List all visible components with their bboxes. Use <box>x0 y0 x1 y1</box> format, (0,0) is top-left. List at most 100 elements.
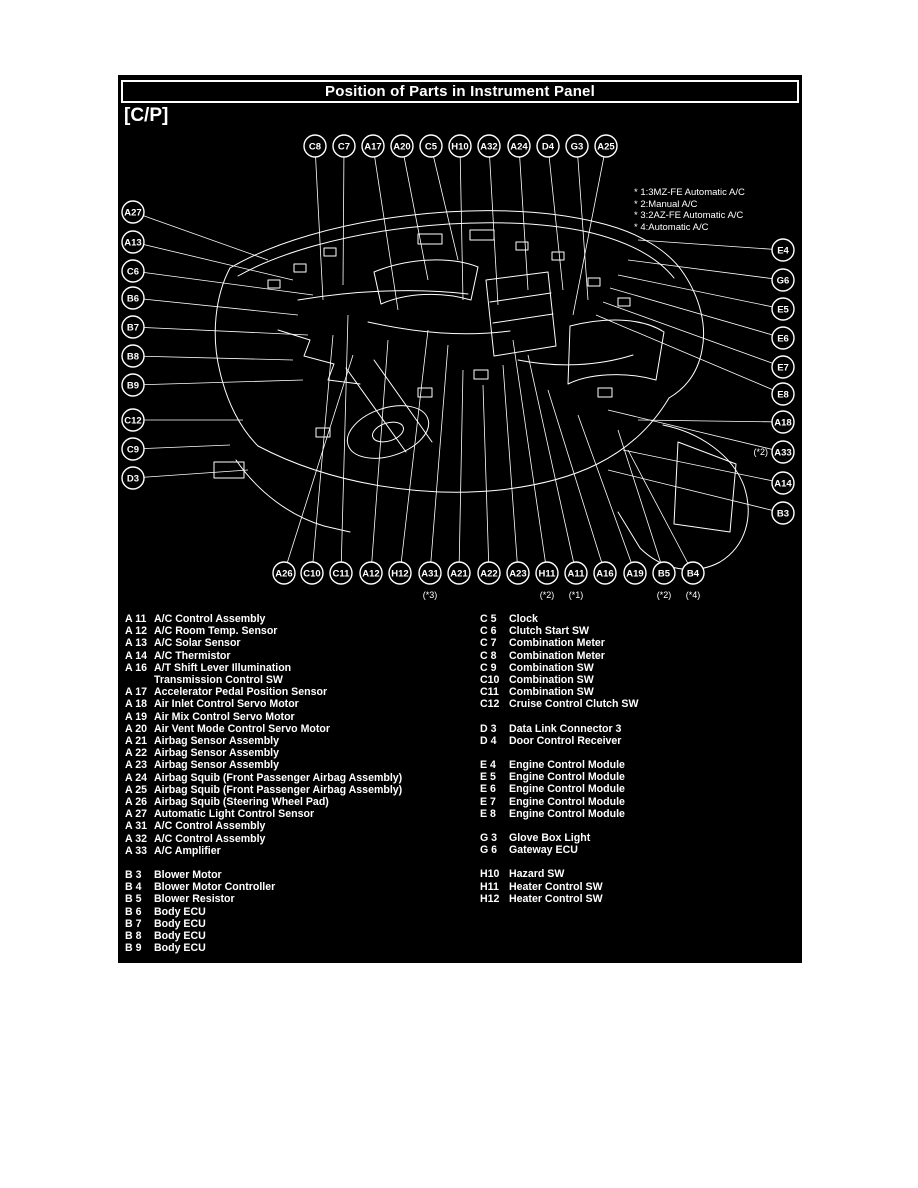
callout-label: E7 <box>777 363 789 374</box>
legend-name: Door Control Receiver <box>509 734 622 747</box>
callout-label: D3 <box>127 474 139 485</box>
instrument-panel-figure: Position of Parts in Instrument Panel [C… <box>118 75 802 963</box>
callout-G6: G6 <box>771 268 795 292</box>
legend-spacer <box>480 747 795 759</box>
leader-line <box>547 389 606 574</box>
legend-code: E 4 <box>480 759 496 772</box>
legend-name: Data Link Connector 3 <box>509 722 622 735</box>
legend-name: A/C Control Assembly <box>154 832 266 845</box>
callout-A20: A20 <box>390 134 414 158</box>
leader-line <box>372 145 399 311</box>
callout-circle <box>623 561 647 585</box>
legend-code <box>125 674 154 686</box>
legend-code: B 5 <box>125 893 142 906</box>
callout-label: H12 <box>391 569 408 580</box>
legend-code: C10 <box>480 674 500 687</box>
callout-label: B8 <box>127 352 139 363</box>
legend-code: H12 <box>480 892 500 905</box>
callout-label: B7 <box>127 323 139 334</box>
callout-A22: A22 <box>477 561 501 585</box>
callout-circle <box>121 408 145 432</box>
legend-code: E 8 <box>480 807 496 820</box>
callout-C12: C12 <box>121 408 145 432</box>
legend-name: Accelerator Pedal Position Sensor <box>154 686 328 699</box>
legend-name: Engine Control Module <box>509 759 625 772</box>
callout-A32: A32 <box>477 134 501 158</box>
callout-A24: A24 <box>507 134 531 158</box>
leader-line <box>607 469 784 514</box>
legend-code: E 7 <box>480 795 496 808</box>
legend-name: A/C Control Assembly <box>154 613 266 625</box>
callout-circle <box>771 440 795 464</box>
leader-line <box>488 145 499 306</box>
callout-circle <box>477 561 501 585</box>
callout-circle <box>771 382 795 406</box>
callout-A16: A16 <box>593 561 617 585</box>
callout-circle <box>564 561 588 585</box>
leader-line <box>399 329 429 574</box>
callout-H10: H10 <box>448 134 472 158</box>
callout-circle <box>771 297 795 321</box>
leader-lines-layer <box>132 145 784 574</box>
legend-name: Heater Control SW <box>509 880 603 893</box>
legend-name: Combination Meter <box>509 637 605 650</box>
callout-label: A14 <box>774 479 792 490</box>
legend-name: Body ECU <box>154 905 206 918</box>
leader-line <box>132 241 294 281</box>
leader-line <box>527 354 577 574</box>
callout-circle <box>121 200 145 224</box>
callout-label: B4 <box>687 569 700 580</box>
legend-code: C12 <box>480 698 500 711</box>
callout-A31: A31 <box>418 561 442 585</box>
leader-line <box>617 429 665 574</box>
callout-C6: C6 <box>121 259 145 283</box>
callout-sublabel: (*2) <box>657 590 672 600</box>
callout-label: C10 <box>303 569 320 580</box>
legend-name: Engine Control Module <box>509 771 625 784</box>
legend-code: A 23 <box>125 759 147 772</box>
callout-label: A11 <box>568 569 586 580</box>
legend-code: B 9 <box>125 942 142 955</box>
callout-label: C7 <box>338 142 350 153</box>
legend-code: B 3 <box>125 869 142 882</box>
leader-line <box>602 301 784 368</box>
callout-D3: D3 <box>121 466 145 490</box>
leader-line <box>617 274 784 310</box>
callout-circle <box>121 437 145 461</box>
leader-line <box>518 145 529 291</box>
callout-label: A12 <box>362 569 379 580</box>
legend-name: Glove Box Light <box>509 832 591 845</box>
callout-label: B6 <box>127 294 139 305</box>
callout-sublabel: (*1) <box>569 590 584 600</box>
callout-circle <box>506 561 530 585</box>
legend-code: A 22 <box>125 747 147 760</box>
legend-row-continuation: Transmission Control SW <box>125 674 480 686</box>
callout-B9: B9 <box>121 373 145 397</box>
callout-circle <box>121 373 145 397</box>
legend-name: A/T Shift Lever Illumination <box>154 661 292 674</box>
callout-B6: B6 <box>121 286 145 310</box>
callout-circle <box>121 286 145 310</box>
legend-name: Combination SW <box>509 674 594 687</box>
callout-circle <box>388 561 412 585</box>
callout-A27: A27 <box>121 200 145 224</box>
callout-label: A32 <box>480 142 497 153</box>
callout-circle <box>121 344 145 368</box>
